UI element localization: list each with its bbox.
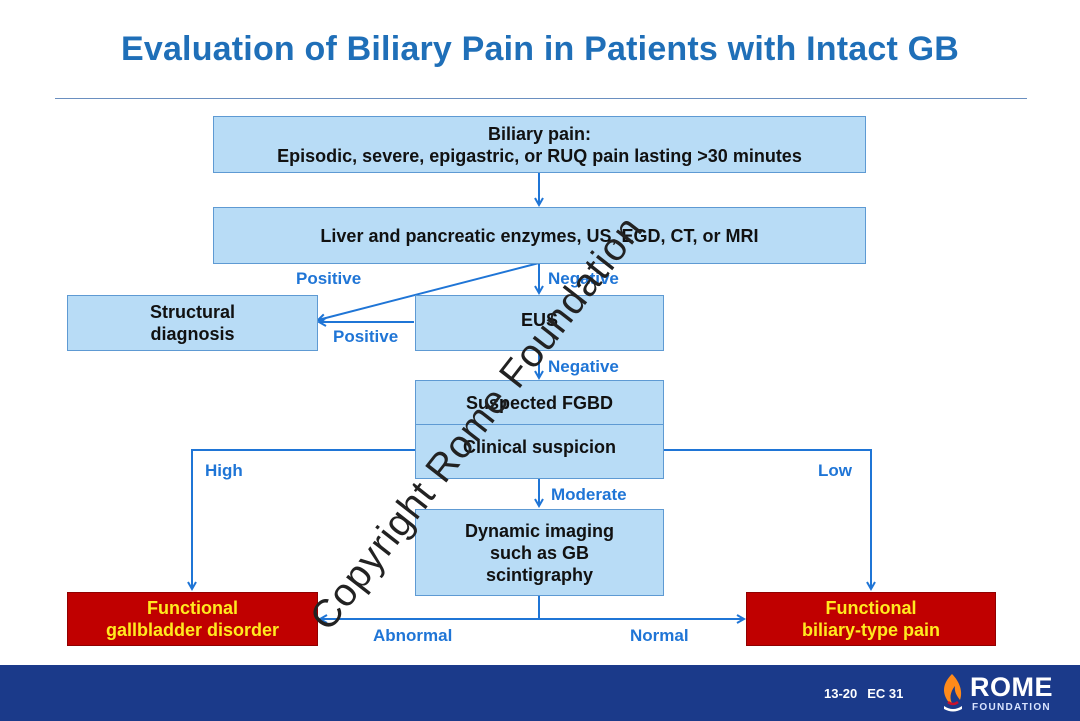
edge-label-moderate: Moderate <box>551 485 627 504</box>
edge-label-negative-2: Negative <box>548 357 619 376</box>
node-imaging-line2: such as GB <box>489 542 590 563</box>
node-fgd-line2: gallbladder disorder <box>105 620 280 640</box>
arrow-workup-to-structural <box>318 262 540 320</box>
slide-reference: 13-20 EC 31 <box>824 686 913 701</box>
node-biliary-pain: Biliary pain: Episodic, severe, epigastr… <box>213 116 866 173</box>
edge-label-normal: Normal <box>630 626 689 645</box>
node-eus: EUS <box>415 295 664 351</box>
node-clinical-label: Clinical suspicion <box>462 437 617 457</box>
node-structural-line1: Structural <box>149 302 236 322</box>
node-suspected-fgbd: Suspected FGBD <box>415 380 664 425</box>
edge-label-positive-2: Positive <box>333 327 399 346</box>
node-workup-label: Liver and pancreatic enzymes, US, EGD, C… <box>320 225 759 246</box>
edge-label-abnormal: Abnormal <box>373 626 453 645</box>
node-dynamic-imaging: Dynamic imaging such as GB scintigraphy <box>415 509 664 596</box>
node-fbp-line1: Functional <box>825 598 917 618</box>
flame-icon <box>944 674 962 712</box>
slide-ref-2: EC 31 <box>867 686 904 701</box>
node-biliary-pain-line2: Episodic, severe, epigastric, or RUQ pai… <box>277 145 802 166</box>
edge-label-low: Low <box>818 461 852 480</box>
edge-label-positive-1: Positive <box>296 269 362 288</box>
node-functional-gallbladder-disorder: Functional gallbladder disorder <box>67 592 318 646</box>
node-imaging-line1: Dynamic imaging <box>464 520 615 541</box>
title-divider <box>55 98 1027 99</box>
flowchart-connectors <box>0 172 1080 665</box>
node-fgd-line1: Functional <box>147 598 238 618</box>
arrow-high-to-fgd <box>192 449 415 589</box>
node-suspected-label: Suspected FGBD <box>465 392 614 413</box>
slide-title: Evaluation of Biliary Pain in Patients w… <box>120 30 960 68</box>
node-workup: Liver and pancreatic enzymes, US, EGD, C… <box>213 207 866 264</box>
node-structural-line2: diagnosis <box>150 324 235 344</box>
rome-foundation-logo: ROME FOUNDATION <box>938 672 1068 716</box>
node-imaging-line3: scintigraphy <box>485 564 594 585</box>
slide-ref-1: 13-20 <box>824 686 858 701</box>
footer-bar <box>0 665 1080 721</box>
node-clinical-suspicion: Clinical suspicion <box>415 424 664 479</box>
node-structural-diagnosis: Structural diagnosis <box>67 295 318 351</box>
logo-wordmark: ROME <box>970 672 1053 702</box>
node-biliary-pain-line1: Biliary pain: <box>487 123 592 144</box>
node-eus-label: EUS <box>520 310 558 330</box>
node-functional-biliary-pain: Functional biliary-type pain <box>746 592 996 646</box>
edge-label-negative-1: Negative <box>548 269 619 288</box>
edge-label-high: High <box>205 461 243 480</box>
logo-subtitle: FOUNDATION <box>972 702 1051 713</box>
arrow-low-to-fbp <box>664 449 871 589</box>
node-fbp-line2: biliary-type pain <box>801 620 941 640</box>
